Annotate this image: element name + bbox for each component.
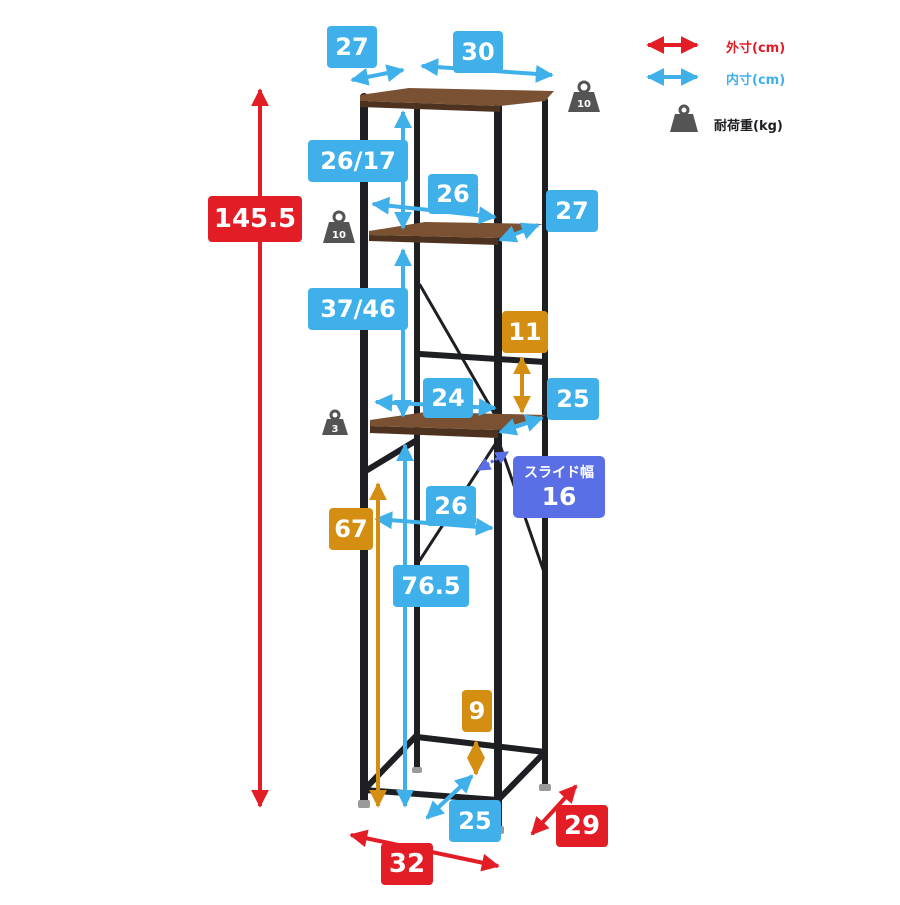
label-outer-height: 145.5 xyxy=(208,196,302,242)
clearance-arrows xyxy=(369,356,531,808)
label-top-depth: 27 xyxy=(327,26,377,68)
slide-width-badge: スライド幅 16 xyxy=(513,456,605,518)
weight-icon: 10 xyxy=(568,80,600,112)
label-slide-shelf-width: 24 xyxy=(423,378,473,418)
legend-inner-label: 内寸(cm) xyxy=(726,73,786,88)
legend-load-label: 耐荷重(kg) xyxy=(714,119,783,134)
label-upper-gap: 26/17 xyxy=(308,140,408,182)
label-lower-width: 26 xyxy=(426,486,476,526)
label-outer-width: 32 xyxy=(381,843,433,885)
weight-load-top: 10 xyxy=(577,99,591,110)
label-bottom-depth: 25 xyxy=(449,800,501,842)
weight-load-upper: 10 xyxy=(332,230,346,241)
legend-inner: 内寸(cm) xyxy=(726,69,785,88)
top-shelf-board xyxy=(360,88,554,112)
slide-width-value: 16 xyxy=(541,481,577,511)
legend-outer-label: 外寸(cm) xyxy=(726,41,786,56)
label-middle-gap: 37/46 xyxy=(308,288,408,330)
legend-weight-icon xyxy=(670,104,698,132)
weight-icon: 10 xyxy=(323,210,355,243)
label-shelf-to-bar: 11 xyxy=(502,311,548,353)
label-top-width: 30 xyxy=(453,31,503,73)
legend-load: 耐荷重(kg) xyxy=(714,115,783,134)
label-floor-to-bar: 9 xyxy=(462,690,492,732)
label-upper-shelf-depth: 27 xyxy=(546,190,598,232)
weight-icon: 3 xyxy=(322,409,348,435)
label-clearance-height: 67 xyxy=(329,508,373,550)
label-upper-shelf-width: 26 xyxy=(428,174,478,214)
slide-width-label: スライド幅 xyxy=(524,464,594,481)
label-slide-shelf-depth: 25 xyxy=(547,378,599,420)
legend-outer: 外寸(cm) xyxy=(726,37,785,56)
label-lower-height: 76.5 xyxy=(393,565,469,607)
weight-load-slide: 3 xyxy=(332,424,339,435)
slide-arrow xyxy=(476,450,510,472)
label-outer-depth: 29 xyxy=(556,805,608,847)
